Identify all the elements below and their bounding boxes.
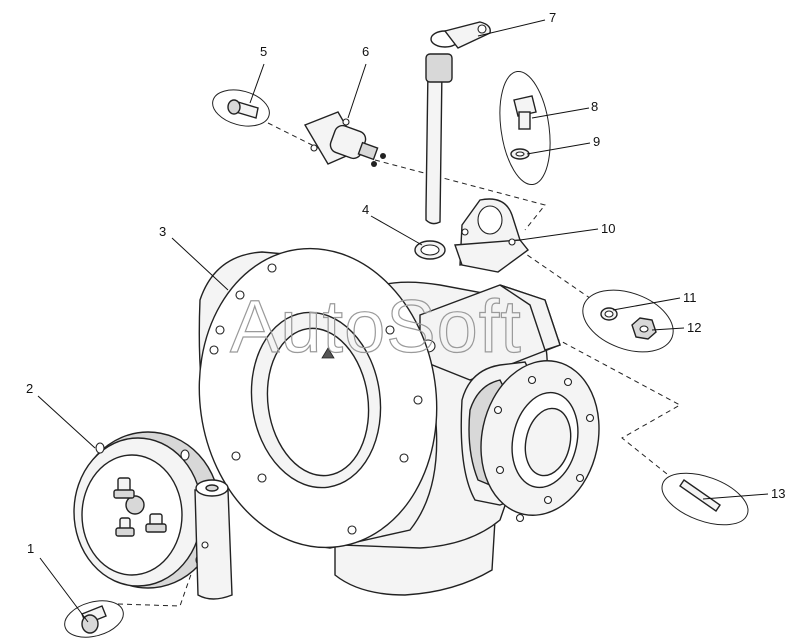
callout-12: 12 <box>687 320 701 335</box>
callout-1: 1 <box>27 541 34 556</box>
leader-lines <box>37 19 769 623</box>
part-10-bracket <box>454 198 530 273</box>
callout-13: 13 <box>771 486 785 501</box>
watermark-logo: AutoSoft <box>230 285 522 368</box>
part-8-9-bolt-washer <box>499 70 551 186</box>
callout-8: 8 <box>591 99 598 114</box>
part-4-washer <box>414 240 446 260</box>
callout-5: 5 <box>260 44 267 59</box>
callout-11: 11 <box>683 290 697 305</box>
part-11-12-washer-nut <box>582 289 674 353</box>
callout-numbers: 1 2 3 4 5 6 7 8 9 10 11 12 13 <box>26 10 785 556</box>
part-1-screw <box>64 600 124 638</box>
callout-3: 3 <box>159 224 166 239</box>
part-7-lever-rod <box>425 21 491 225</box>
callout-9: 9 <box>593 134 600 149</box>
part-6-sensor <box>303 111 386 167</box>
side-outlet-flange <box>460 360 600 523</box>
callout-10: 10 <box>601 221 615 236</box>
callout-4: 4 <box>362 202 369 217</box>
part-5-bolt <box>212 89 270 127</box>
main-housing <box>198 247 561 596</box>
callout-7: 7 <box>549 10 556 25</box>
callout-2: 2 <box>26 381 33 396</box>
actuator-cover-plate <box>73 431 233 600</box>
callout-6: 6 <box>362 44 369 59</box>
